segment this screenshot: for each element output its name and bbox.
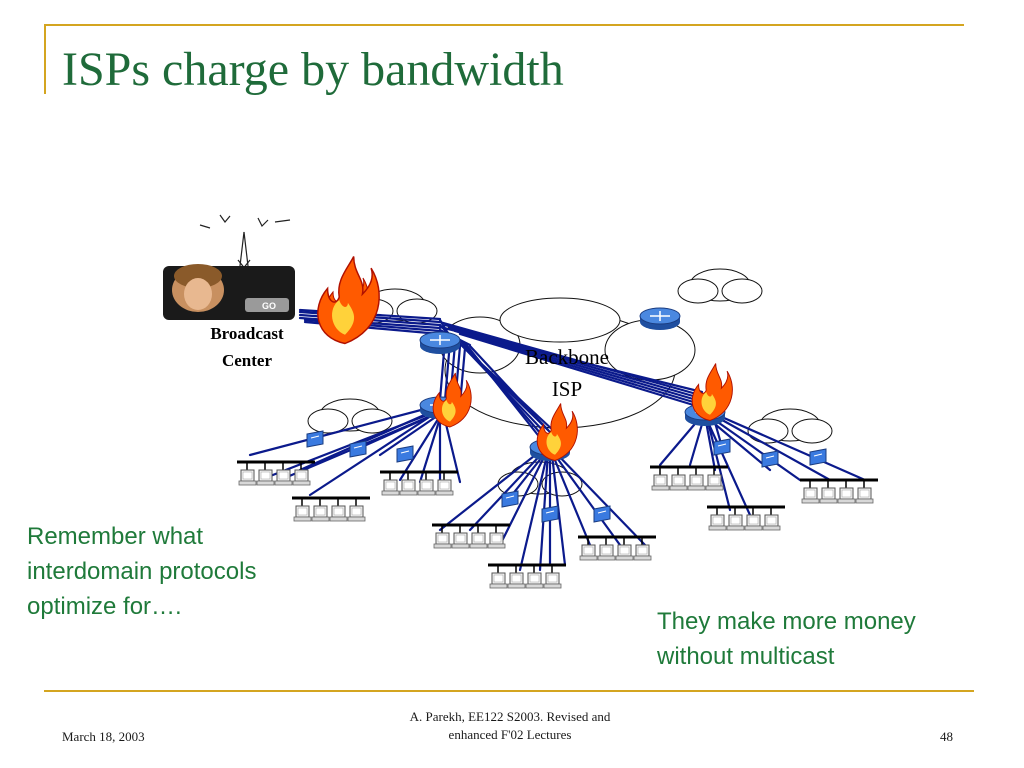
switch-icon	[593, 505, 611, 523]
tv-screen-icon: GO	[163, 264, 295, 320]
page-number: 48	[940, 729, 953, 744]
switch-icon	[349, 440, 367, 458]
switch-icon	[809, 448, 827, 466]
lan-segment	[707, 507, 785, 530]
svg-text:GO: GO	[262, 301, 276, 311]
switch-icon	[713, 438, 731, 456]
note-more-money: They make more money without multicast	[657, 608, 916, 670]
title-frame-top-rule	[44, 24, 964, 26]
footer-date: March 18, 2003	[62, 729, 145, 744]
label-backbone-isp: Backbone	[525, 345, 609, 369]
switch-icon	[541, 505, 559, 523]
switch-icon	[501, 490, 519, 508]
cloud-icon	[677, 268, 763, 304]
lan-segment	[650, 467, 728, 490]
lan-segment	[380, 472, 458, 495]
footer-credit-line2: enhanced F'02 Lectures	[448, 727, 572, 743]
footer-credit-line1: A. Parekh, EE122 S2003. Revised and	[409, 709, 611, 724]
title-frame-left-rule	[44, 24, 46, 94]
lan-segment	[800, 480, 878, 503]
slide-title: ISPs charge by bandwidth	[62, 43, 564, 96]
label-backbone-isp-line2: ISP	[552, 377, 582, 401]
router-icon	[639, 307, 681, 331]
switch-icon	[396, 445, 414, 463]
label-broadcast-center-line2: Center	[222, 351, 272, 370]
switch-icon	[761, 450, 779, 468]
router-icon	[419, 331, 461, 355]
fire-icon	[691, 363, 733, 421]
lan-segment	[292, 498, 370, 521]
switch-icon	[306, 430, 324, 448]
cloud-icon	[747, 408, 833, 444]
label-broadcast-center: Broadcast	[210, 324, 284, 343]
fire-icon	[317, 255, 380, 345]
footer-rule	[44, 690, 974, 692]
lan-segment	[488, 565, 566, 588]
footer-credit: A. Parekh, EE122 S2003. Revised and enha…	[350, 708, 670, 744]
note-interdomain: Remember what interdomain protocols opti…	[27, 523, 257, 620]
